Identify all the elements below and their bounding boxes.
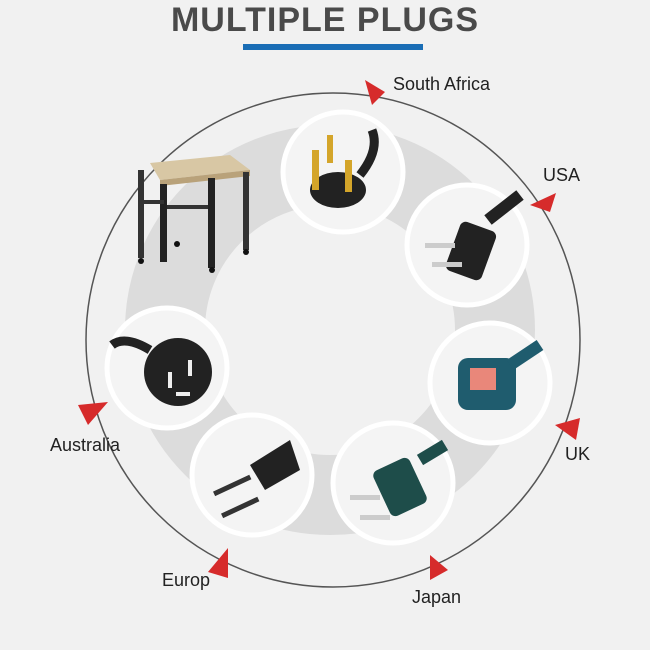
label-south-africa: South Africa [393,74,491,94]
page-title: MULTIPLE PLUGS [170,1,480,39]
europe-plug-icon [189,412,315,538]
arrow-icon [430,555,448,580]
south-africa-plug-icon [280,109,406,235]
table-icon [138,155,250,273]
japan-plug-icon [330,420,456,546]
arrow-icon [208,548,228,578]
uk-plug-icon [427,320,553,446]
title-underline [243,44,423,50]
arrow-icon [530,193,556,212]
arrow-icon [365,80,385,105]
outer-ring [85,92,581,588]
direction-arrows [78,80,580,580]
usa-plug-icon [404,182,530,308]
label-europe: Europ [162,570,211,590]
label-uk: UK [565,444,591,464]
arrow-icon [555,418,580,440]
label-usa: USA [543,165,581,185]
label-australia: Australia [50,435,121,455]
australia-plug-icon [104,305,230,431]
label-japan: Japan [412,587,462,607]
arrow-icon [78,402,108,425]
